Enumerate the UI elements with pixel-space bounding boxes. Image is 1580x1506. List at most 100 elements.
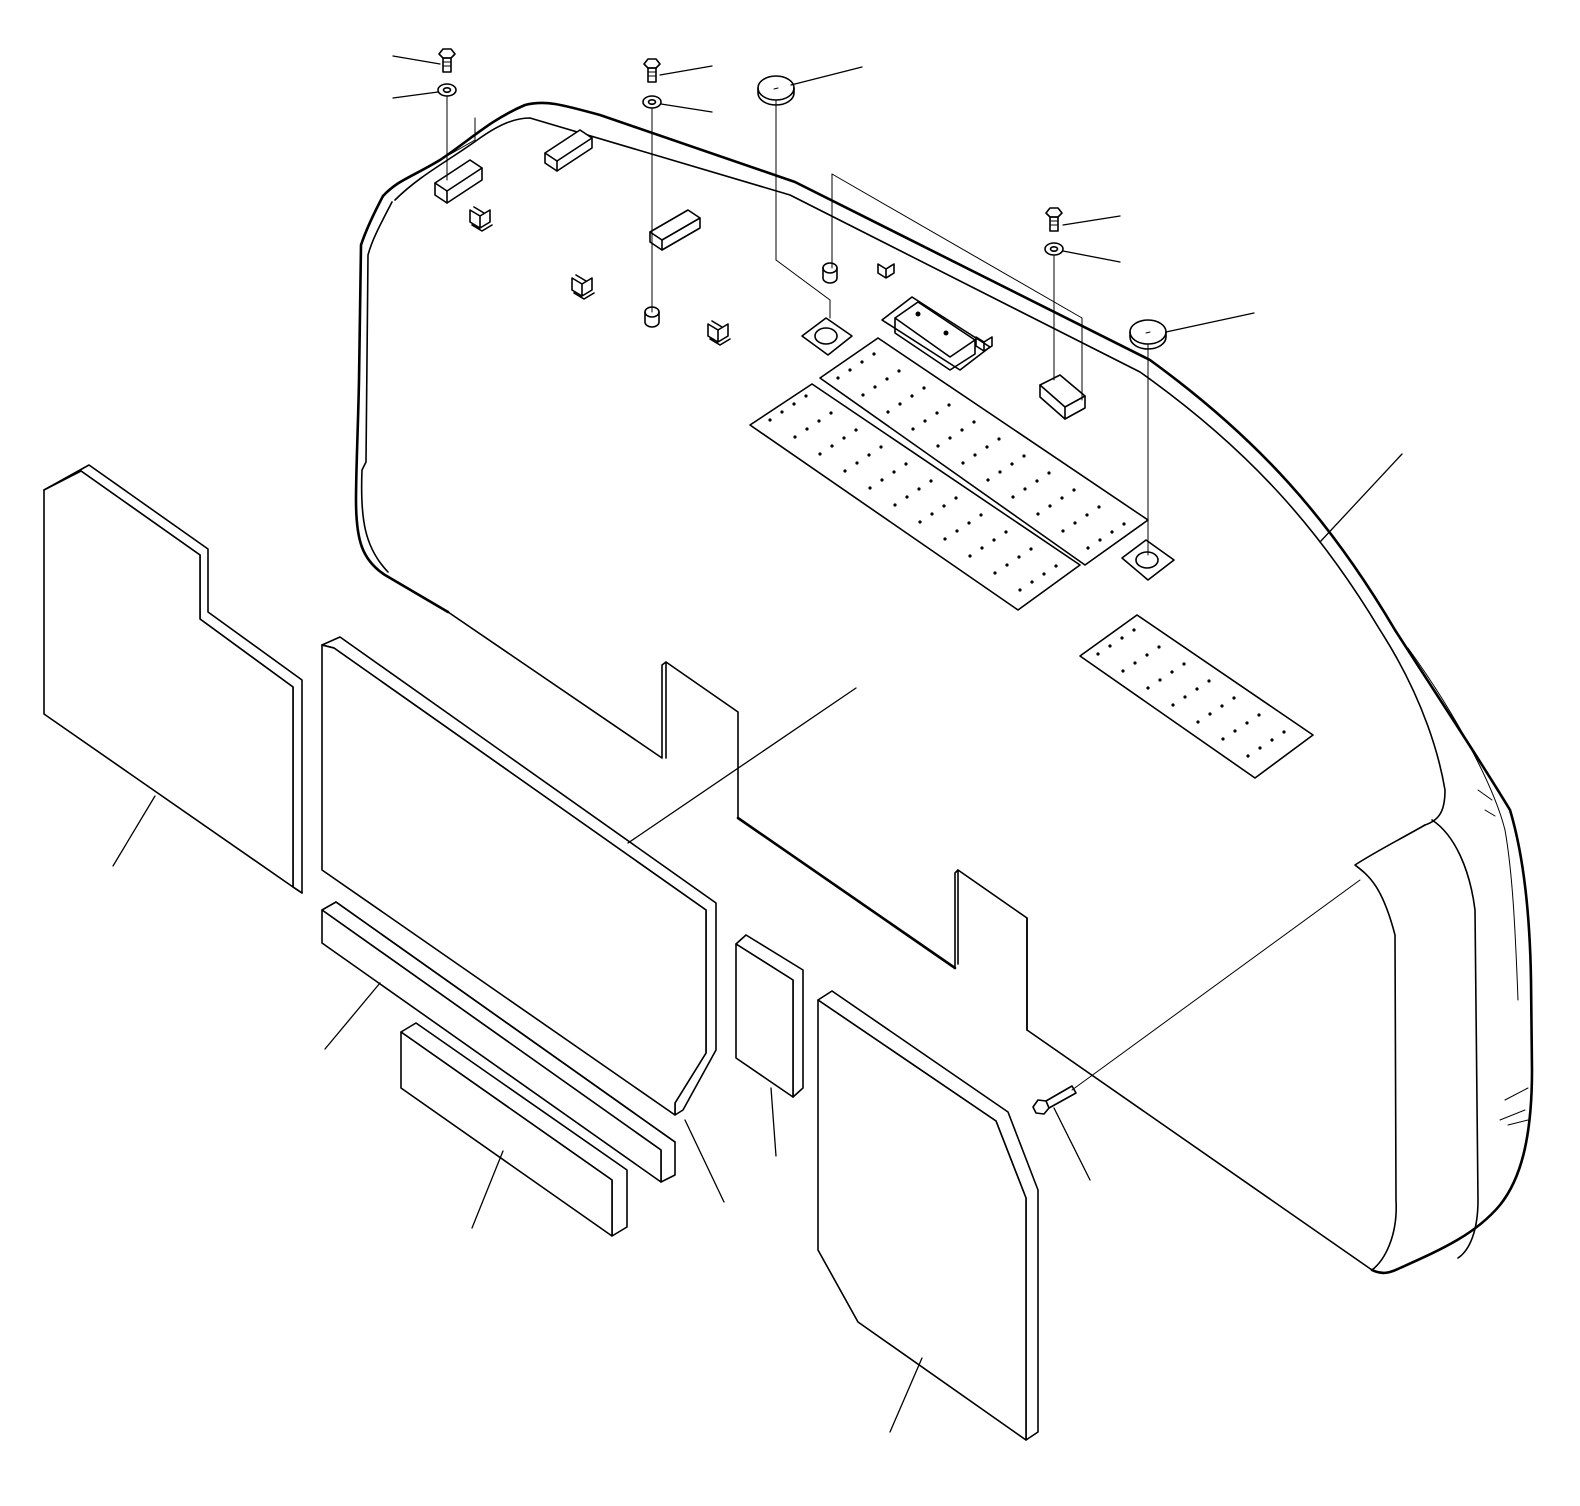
perforation-dot [1233,729,1237,733]
perforation-dot [973,453,977,457]
insulation-pad-left [43,464,303,894]
perforation-dot [1121,669,1125,673]
perforation-dot [1208,712,1212,716]
perforation-dot [967,521,971,525]
perforation-dot [961,461,965,465]
perforation-dot [768,418,772,422]
perforation-dot [1257,713,1261,717]
perforation-dot [1060,496,1064,500]
perforation-dot [1207,679,1211,683]
perforation-dot [1072,488,1076,492]
perforation-dot [1036,512,1040,516]
perforation-dot [1086,546,1090,550]
spacer-blocks [434,129,1086,420]
perforation-dot [793,435,797,439]
perforation-dot [1023,487,1027,491]
insulation-pad-center [321,636,717,1116]
perforation-dot [985,445,989,449]
perforation-dot [1246,754,1250,758]
perforation-dot [1183,695,1187,699]
perforation-dot [780,410,784,414]
perforation-dot [1011,495,1015,499]
perforation-dot [861,393,865,397]
perforation-dot [855,461,859,465]
perforation-dot [1195,687,1199,691]
perforation-dot [1170,670,1174,674]
perforation-dot [997,437,1001,441]
perforation-dot [897,369,901,373]
perforation-dot [893,503,897,507]
perforation-dot [836,376,840,380]
perforation-dot [879,445,883,449]
perforation-dot [1120,636,1124,640]
perforation-dot [1018,588,1022,592]
perforation-dot [1005,563,1009,567]
insulation-strip-long [321,901,676,1183]
perforation-dot [922,386,926,390]
perforation-dot [904,462,908,466]
perforation-dot [1258,746,1262,750]
perforation-dot [1122,522,1126,526]
perforation-dot [936,444,940,448]
perforation-dot [1182,662,1186,666]
perforation-dot [1232,696,1236,700]
perforation-dot [1061,529,1065,533]
perforation-dot [1054,564,1058,568]
perforation-dot [1042,572,1046,576]
perforation-dot [947,403,951,407]
perforation-dot [868,486,872,490]
perforation-dot [930,512,934,516]
perforation-dot [1146,686,1150,690]
perforation-dot [1157,645,1161,649]
perforation-dot [1110,530,1114,534]
perforation-dot [1098,538,1102,542]
perforation-dot [1010,462,1014,466]
perforation-dot [886,410,890,414]
perforation-dot [1196,720,1200,724]
perforation-dot [968,554,972,558]
cover-panel [354,101,1534,1275]
perforation-dot [1158,678,1162,682]
perforation-dot [911,427,915,431]
perforation-dot [955,529,959,533]
perforation-dot [1132,628,1136,632]
perforation-dot [848,368,852,372]
perforation-dot [867,453,871,457]
perforation-dot [1096,652,1100,656]
perforation-dot [860,360,864,364]
perforation-dot [980,546,984,550]
insulation-pad-small [735,934,804,1098]
leader-lines [112,55,1403,1433]
perforation-dot [1085,513,1089,517]
assembly-guide-lines [439,95,1361,1091]
insulation-pad-right [817,990,1039,1441]
grommets [757,75,1167,350]
perforation-dot [960,428,964,432]
perforation-dot [818,452,822,456]
perforation-dot [1004,530,1008,534]
perforation-dot [1220,704,1224,708]
perforation-dot [792,402,796,406]
perforation-dot [885,377,889,381]
clips [469,206,993,352]
perforation-dot [954,496,958,500]
perforation-dot [829,411,833,415]
perforation-dot [805,427,809,431]
mount-plates [801,296,1175,581]
perforation-dot [1097,505,1101,509]
perforation-dot [898,402,902,406]
perforation-dot [910,394,914,398]
perforation-dot [972,420,976,424]
perforation-dot [830,444,834,448]
perforation-dot [935,411,939,415]
washers [437,83,1064,256]
perforation-dot [1029,547,1033,551]
perforation-dots [768,352,1286,758]
perforation-dot [842,436,846,440]
perforation-dot [993,571,997,575]
perforation-dot [918,520,922,524]
perforation-dot [1047,471,1051,475]
bolts [438,48,1063,232]
perforation-dot [923,419,927,423]
